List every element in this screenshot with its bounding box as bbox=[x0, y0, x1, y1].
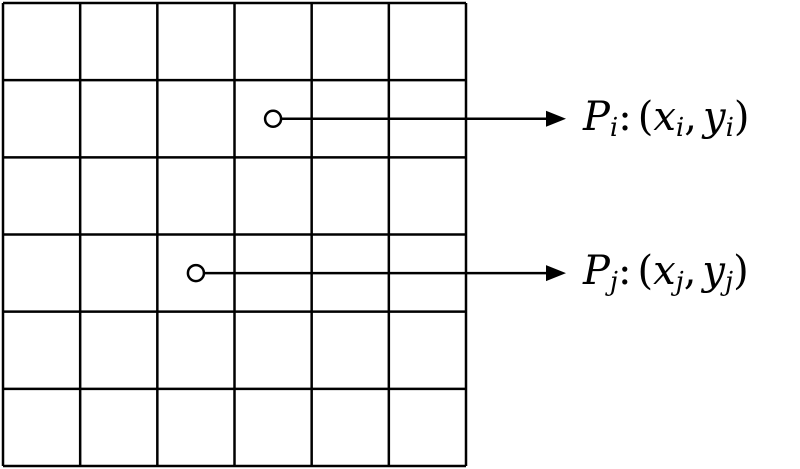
points bbox=[186, 109, 283, 283]
point-label-i-comma: , bbox=[684, 94, 697, 140]
point-label-i-subscript: i bbox=[609, 113, 619, 143]
arrow-head-i bbox=[546, 110, 566, 127]
point-marker-i bbox=[263, 109, 283, 128]
point-label-j: Pj:(xj,yj) bbox=[583, 248, 749, 295]
point-label-j-y-sub: j bbox=[725, 267, 734, 297]
point-label-i-symbol: P bbox=[583, 94, 610, 140]
point-label-j-x: x bbox=[653, 248, 676, 294]
point-label-j-x-sub: j bbox=[675, 267, 684, 297]
point-label-i-y: y bbox=[702, 94, 726, 140]
point-label-j-subscript: j bbox=[609, 267, 618, 297]
point-label-i-y-sub: i bbox=[725, 113, 734, 143]
point-label-i-open-paren: ( bbox=[637, 94, 654, 140]
point-label-i-close-paren: ) bbox=[733, 94, 750, 140]
point-label-j-colon: : bbox=[617, 248, 632, 294]
point-label-j-close-paren: ) bbox=[733, 248, 749, 294]
grid bbox=[1, 1, 468, 468]
arrow-head-j bbox=[546, 265, 566, 282]
point-label-j-comma: , bbox=[683, 248, 697, 294]
arrows bbox=[203, 110, 566, 282]
point-label-i-colon: : bbox=[618, 94, 632, 140]
point-label-j-y: y bbox=[702, 248, 726, 294]
point-marker-j bbox=[186, 263, 206, 283]
point-label-j-open-paren: ( bbox=[637, 248, 654, 294]
point-label-i: Pi:(xi,yi) bbox=[583, 94, 750, 141]
point-label-i-x: x bbox=[653, 94, 676, 140]
point-label-j-symbol: P bbox=[583, 248, 610, 294]
point-label-i-x-sub: i bbox=[675, 113, 685, 143]
